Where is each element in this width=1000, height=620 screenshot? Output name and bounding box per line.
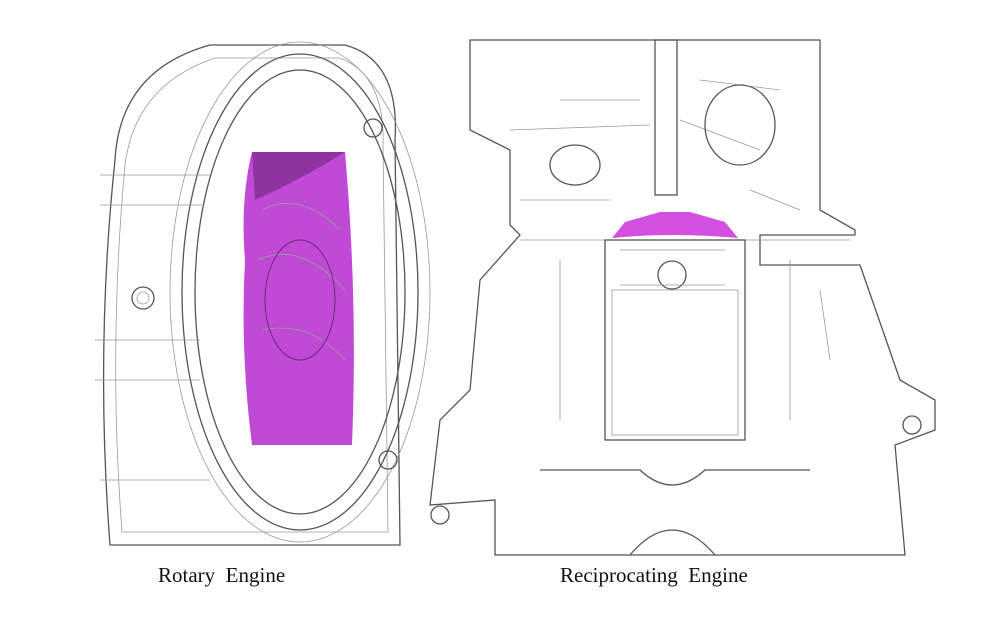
rotary-combustion-chamber	[243, 152, 354, 445]
rotary-engine-drawing	[95, 41, 431, 546]
rotary-engine-caption: Rotary Engine	[158, 563, 286, 587]
reciprocating-engine-caption: Reciprocating Engine	[560, 563, 748, 587]
reciprocating-combustion-chamber	[612, 212, 738, 238]
reciprocating-engine-drawing	[429, 39, 936, 556]
